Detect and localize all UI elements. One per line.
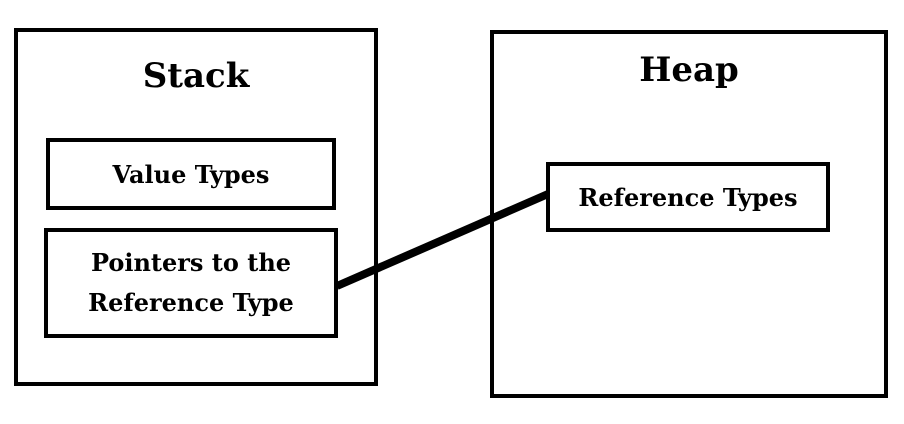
pointers-box: Pointers to the Reference Type	[44, 228, 338, 338]
reference-types-box: Reference Types	[546, 162, 830, 232]
pointers-label: Pointers to the Reference Type	[88, 243, 294, 323]
pointers-label-line1: Pointers to the	[90, 248, 292, 277]
heap-title: Heap	[639, 50, 739, 90]
pointers-label-line2: Reference Type	[88, 288, 294, 317]
stack-title: Stack	[142, 56, 250, 96]
value-types-label: Value Types	[112, 159, 270, 189]
reference-types-label: Reference Types	[578, 182, 798, 212]
value-types-box: Value Types	[46, 138, 336, 210]
